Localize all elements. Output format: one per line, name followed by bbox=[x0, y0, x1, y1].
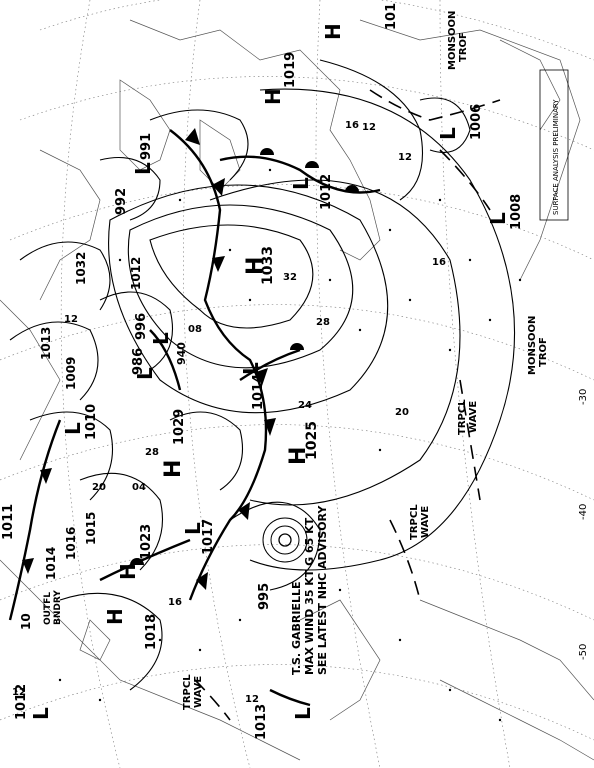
pressure-value: 1006 bbox=[469, 104, 484, 140]
pressure-value: 1019 bbox=[283, 52, 298, 88]
pressure-value: 1029 bbox=[172, 409, 187, 445]
high-pressure-symbol: H bbox=[161, 460, 186, 478]
isobar-labels: 12 12 16 16 20 24 28 32 08 04 16 20 12 1… bbox=[12, 120, 446, 705]
misc-label: 1013 bbox=[39, 327, 53, 360]
pressure-value: 995 bbox=[257, 583, 272, 610]
storm-max-wind: MAX WIND 35 KT G 65 KT bbox=[303, 517, 316, 675]
monsoon-trof-label: TROF bbox=[458, 32, 469, 62]
fronts bbox=[8, 128, 381, 707]
misc-label: 1016 bbox=[64, 527, 78, 560]
isobar-label: 32 bbox=[283, 272, 297, 283]
high-pressure-symbol: H bbox=[116, 563, 140, 580]
pressure-value: 986 bbox=[131, 348, 146, 375]
coastlines bbox=[0, 19, 594, 761]
side-note-box bbox=[539, 69, 569, 221]
pressure-value: 996 bbox=[134, 313, 149, 340]
low-pressure-symbol: L bbox=[29, 707, 53, 720]
pressure-value: 1012 bbox=[319, 174, 334, 210]
high-pressure-symbol: H bbox=[243, 257, 268, 275]
pressure-value: 1018 bbox=[144, 614, 159, 650]
station-plots bbox=[58, 168, 522, 722]
pressure-value: 1014 bbox=[251, 374, 266, 410]
isobar-label: 12 bbox=[12, 687, 26, 698]
isobar-label: 16 bbox=[432, 257, 446, 268]
pressure-value: 1033 bbox=[260, 246, 276, 285]
low-pressure-symbol: L bbox=[289, 177, 313, 190]
isobar-label: 04 bbox=[132, 482, 146, 493]
isobar-label: 08 bbox=[188, 324, 202, 335]
isobar-label: 24 bbox=[298, 400, 312, 411]
pressure-value: 1010 bbox=[84, 404, 99, 440]
tropical-wave-label: WAVE bbox=[468, 401, 479, 433]
isobar-label: 20 bbox=[395, 407, 409, 418]
pressure-value: 1011 bbox=[1, 504, 16, 540]
high-pressure-symbol: H bbox=[286, 447, 311, 465]
pressure-centers: H 1033 H 1025 H 1029 H 1023 H 1018 H 101… bbox=[1, 3, 524, 740]
monsoon-trof-label: TROF bbox=[538, 337, 549, 367]
low-pressure-symbol: L bbox=[291, 707, 315, 720]
pressure-value: 992 bbox=[114, 188, 129, 215]
tropical-wave-label: WAVE bbox=[193, 676, 204, 708]
pressure-value: 1013 bbox=[254, 704, 269, 740]
high-pressure-symbol: H bbox=[103, 608, 127, 625]
low-pressure-symbol: L bbox=[61, 422, 85, 435]
pressure-value: 1023 bbox=[139, 524, 154, 560]
misc-label: 940 bbox=[175, 342, 188, 365]
isobar-label: 12 bbox=[64, 314, 78, 325]
latitude-label: -30 bbox=[578, 389, 589, 405]
low-pressure-symbol: L bbox=[131, 162, 155, 175]
low-pressure-symbol: L bbox=[486, 212, 510, 225]
isobar-label: 28 bbox=[145, 447, 159, 458]
pressure-value: 991 bbox=[139, 133, 154, 160]
isobar-label: 12 bbox=[245, 694, 259, 705]
low-pressure-symbol: L bbox=[181, 522, 205, 535]
misc-label: 1009 bbox=[64, 357, 78, 390]
troughs-and-waves bbox=[194, 89, 501, 721]
isobar-label: 16 bbox=[345, 120, 359, 131]
storm-name: T.S. GABRIELLE bbox=[290, 582, 303, 675]
low-pressure-symbol: L bbox=[436, 127, 460, 140]
low-pressure-symbol: L bbox=[149, 332, 173, 345]
misc-label: OUTFL bbox=[43, 592, 53, 625]
pressure-value: 1012 bbox=[14, 684, 29, 720]
latitude-label: -40 bbox=[578, 504, 589, 520]
isobar-label: 16 bbox=[168, 597, 182, 608]
misc-values: 1032 1012 1013 1014 1015 1016 940 OUTFL … bbox=[19, 252, 188, 630]
monsoon-trof-label: MONSOON bbox=[527, 316, 538, 375]
misc-label: BNDRY bbox=[53, 590, 63, 625]
storm-advisory: T.S. GABRIELLE MAX WIND 35 KT G 65 KT SE… bbox=[290, 505, 329, 675]
tropical-wave-label: TRPCL bbox=[409, 504, 420, 540]
low-pressure-symbol: L bbox=[133, 367, 157, 380]
isobar-label: 12 bbox=[362, 122, 376, 133]
isobars bbox=[9, 59, 516, 691]
latitude-label: -50 bbox=[578, 644, 589, 660]
storm-advisory-note: SEE LATEST NHC ADVISORY bbox=[316, 505, 329, 675]
storm-symbol bbox=[262, 517, 308, 563]
isobar-label: 12 bbox=[398, 152, 412, 163]
pressure-value: 101 bbox=[384, 3, 399, 30]
tropical-wave-label: TRPCL bbox=[457, 399, 468, 435]
pressure-value: 1008 bbox=[509, 194, 524, 230]
pressure-value: 1025 bbox=[304, 421, 320, 460]
misc-label: 10 bbox=[19, 613, 33, 630]
monsoon-trof-label: MONSOON bbox=[447, 11, 458, 70]
low-pressure-symbol: L bbox=[239, 362, 263, 375]
misc-label: 1015 bbox=[84, 512, 98, 545]
misc-label: 1032 bbox=[74, 252, 88, 285]
side-note-text: SURFACE ANALYSIS PRELIMINARY bbox=[552, 99, 560, 215]
isobar-label: 20 bbox=[92, 482, 106, 493]
latitude-labels: -30 -40 -50 bbox=[578, 389, 589, 660]
tropical-wave-label: TRPCL bbox=[182, 674, 193, 710]
feature-labels: MONSOON TROF MONSOON TROF TRPCL WAVE TRP… bbox=[182, 11, 549, 710]
high-pressure-symbol: H bbox=[321, 23, 345, 40]
high-pressure-symbol: H bbox=[261, 88, 285, 105]
misc-label: 1014 bbox=[44, 547, 58, 580]
isobar-label: 28 bbox=[316, 317, 330, 328]
pressure-value: 1017 bbox=[201, 519, 216, 555]
misc-label: 1012 bbox=[129, 257, 143, 290]
tropical-wave-label: WAVE bbox=[420, 506, 431, 538]
